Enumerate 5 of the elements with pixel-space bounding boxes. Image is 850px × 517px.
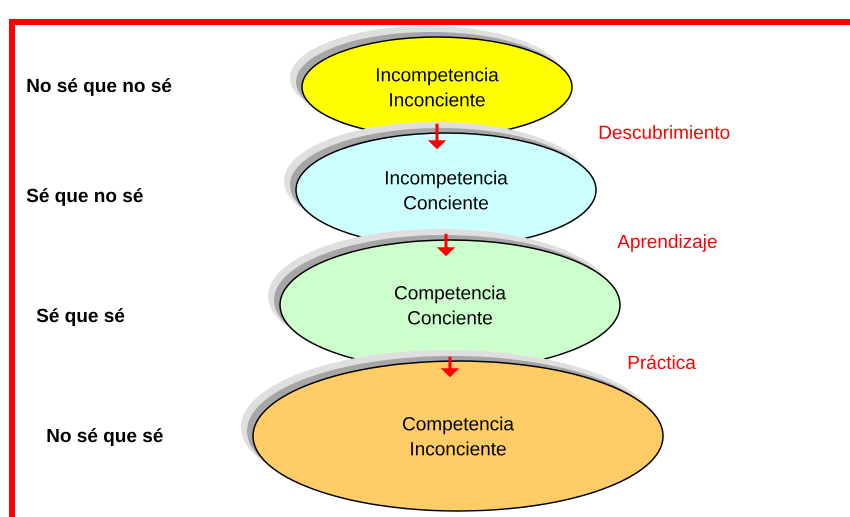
side-label: No sé que no sé (27, 78, 172, 96)
side-label: Sé que no sé (26, 188, 143, 206)
side-label: No sé que sé (47, 428, 163, 446)
side-label: Sé que sé (36, 308, 124, 326)
step-label: Descubrimiento (600, 125, 730, 139)
